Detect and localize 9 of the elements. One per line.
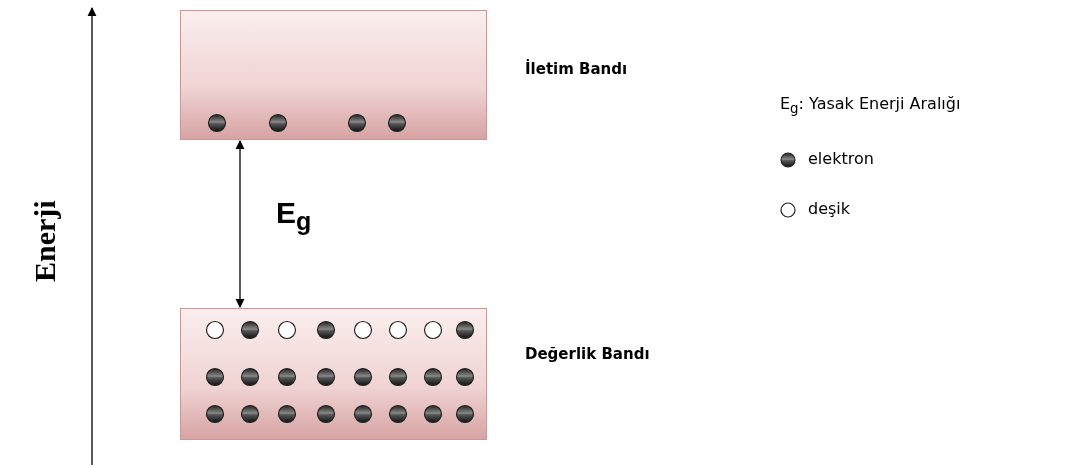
band-label: İletim Bandı — [525, 60, 628, 78]
gap-label: E$_{g}$ — [276, 196, 312, 236]
legend-note: E$_{g}$: Yasak Enerji Aralığı — [780, 94, 961, 117]
double-arrow — [235, 140, 245, 308]
legend-label: elektron — [808, 149, 874, 168]
axis-label: Enerji — [28, 200, 62, 282]
legend-label: deşik — [808, 199, 851, 218]
band-label: Değerlik Bandı — [525, 345, 650, 363]
conduction-band — [180, 10, 487, 140]
